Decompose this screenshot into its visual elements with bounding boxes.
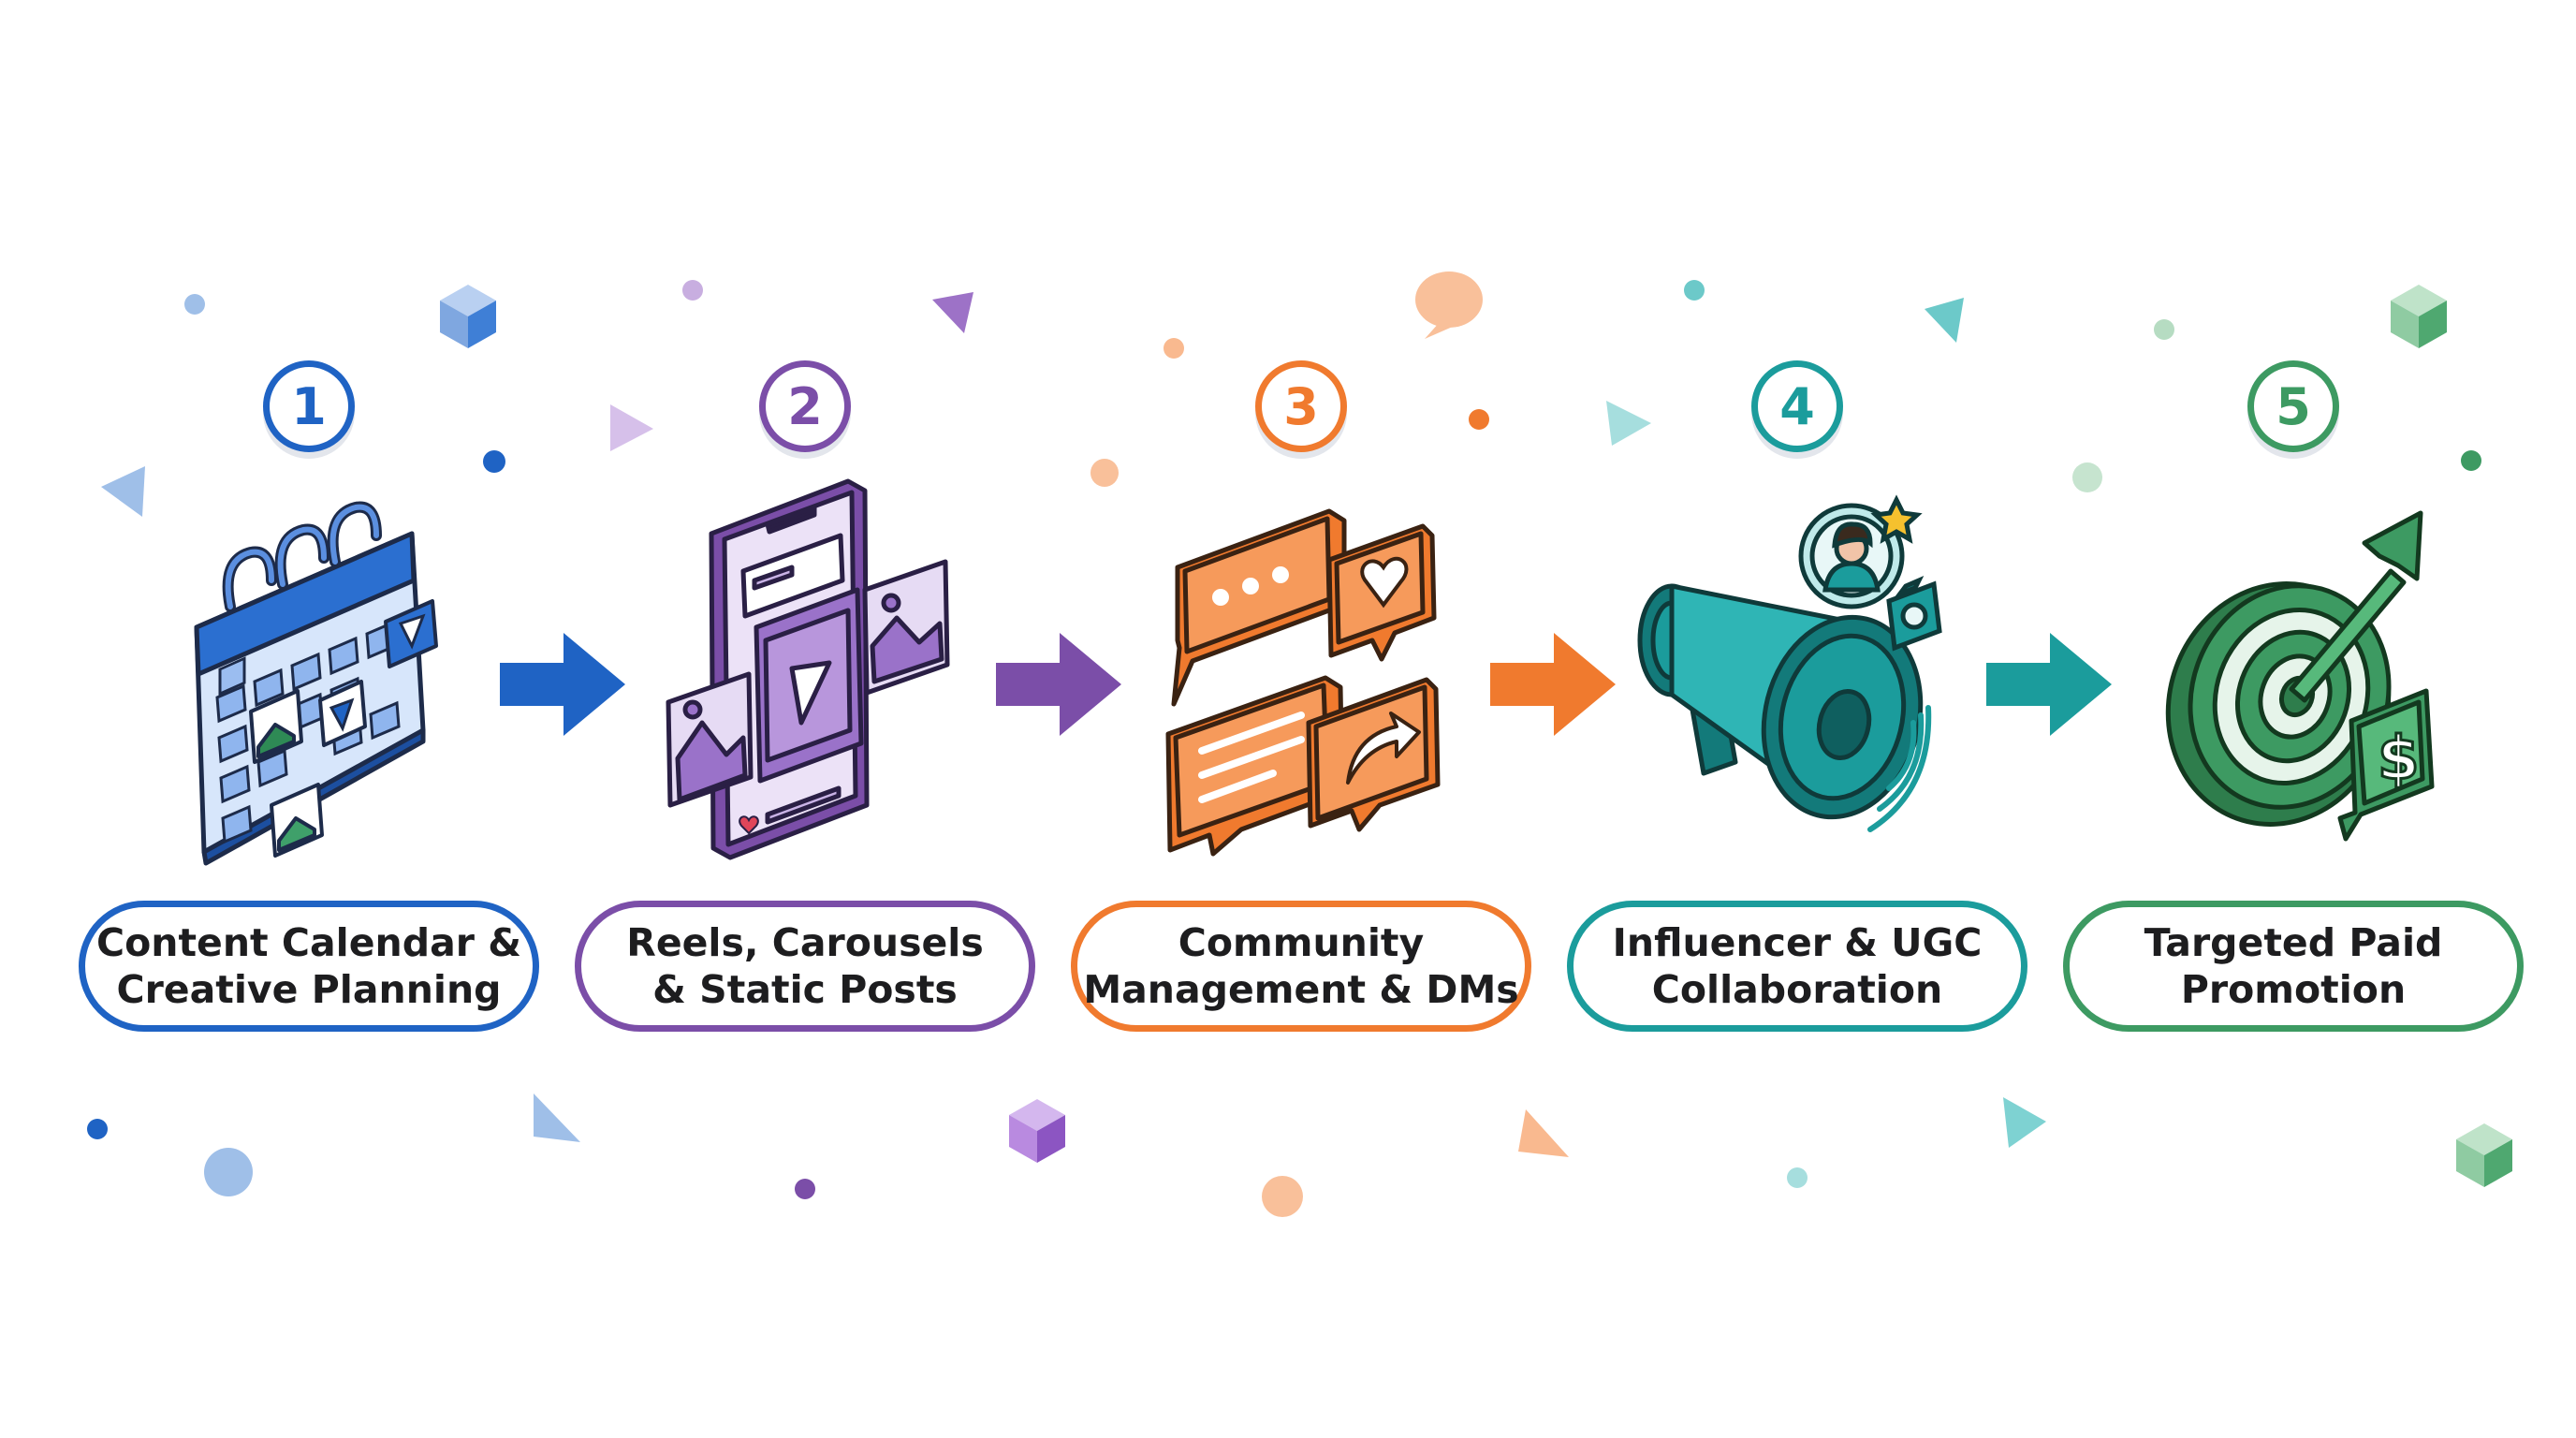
step-3-label-line-2: Management & DMs	[1083, 967, 1519, 1012]
arrow-right-icon	[1986, 633, 2112, 736]
step-1-label-line-2: Creative Planning	[116, 967, 502, 1012]
megaphone-icon	[1637, 494, 1942, 832]
step-5-label: Targeted Paid Promotion	[2063, 901, 2524, 1032]
step-4-label: Influencer & UGC Collaboration	[1567, 901, 2027, 1032]
arrow-right-icon	[996, 633, 1121, 736]
step-1-label-line-1: Content Calendar &	[96, 920, 521, 965]
step-2-number: 2	[759, 360, 851, 452]
step-3-label: Community Management & DMs	[1071, 901, 1531, 1032]
step-3-number: 3	[1255, 360, 1347, 452]
step-2-label-line-2: & Static Posts	[652, 967, 958, 1012]
step-2-label-line-1: Reels, Carousels	[626, 920, 984, 965]
step-1-number: 1	[263, 360, 355, 452]
step-2-label: Reels, Carousels & Static Posts	[575, 901, 1035, 1032]
calendar-icon	[194, 501, 438, 866]
arrow-right-icon	[1490, 633, 1616, 736]
step-1-label: Content Calendar & Creative Planning	[79, 901, 539, 1032]
step-4-label-line-2: Collaboration	[1651, 967, 1943, 1012]
phone-reels-icon	[666, 478, 950, 860]
target-icon: $	[2165, 510, 2435, 842]
step-5-label-line-2: Promotion	[2180, 967, 2407, 1012]
step-5-label-line-1: Targeted Paid	[2144, 920, 2443, 965]
step-5-number: 5	[2247, 360, 2339, 452]
svg-text:$: $	[2378, 725, 2420, 794]
step-3-label-line-1: Community	[1178, 920, 1425, 965]
chat-bubbles-icon	[1165, 508, 1441, 857]
step-4-number: 4	[1751, 360, 1843, 452]
step-4-label-line-1: Influencer & UGC	[1612, 920, 1983, 965]
arrow-right-icon	[500, 633, 625, 736]
